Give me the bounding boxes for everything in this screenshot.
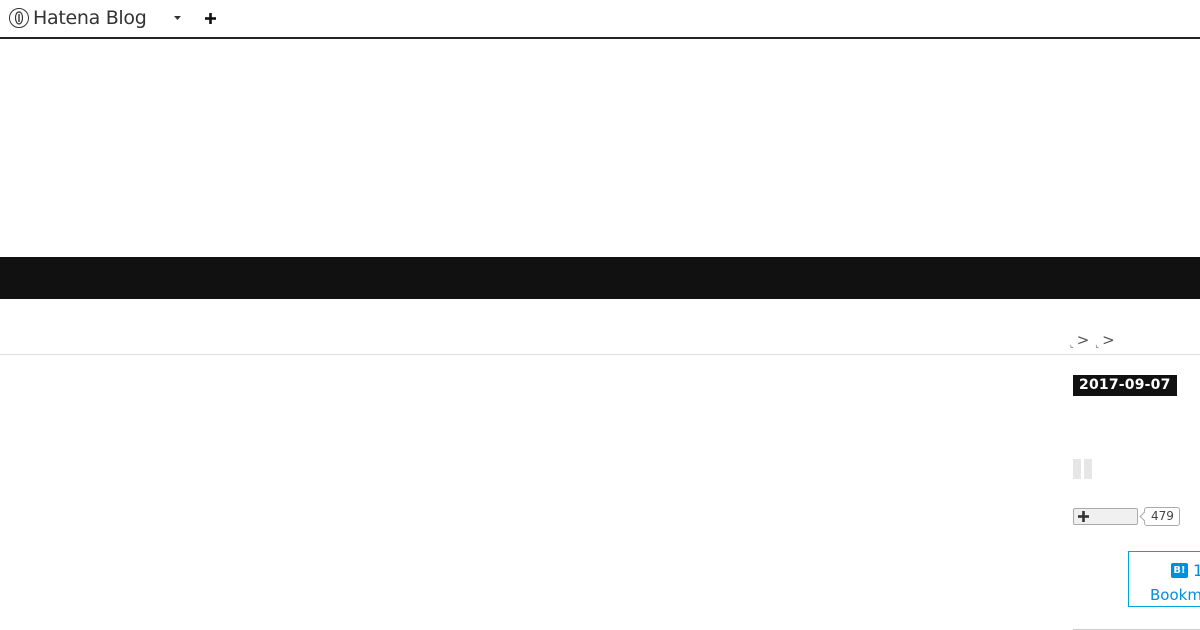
bookmark-button-count: 1 <box>1193 561 1200 580</box>
plus-icon <box>204 12 216 24</box>
hatena-bookmark-button[interactable]: B! 1 Bookmark <box>1128 551 1200 607</box>
bookmark-button-label: Bookmark <box>1150 586 1200 604</box>
blog-menu-dropdown[interactable] <box>170 10 184 26</box>
bookmark-count-bubble[interactable]: 479 <box>1144 507 1180 526</box>
breadcrumb: ⌞ > ⌞ > <box>1070 330 1121 350</box>
hatena-bookmark-icon: B! <box>1171 563 1188 578</box>
add-button[interactable] <box>202 9 218 27</box>
entry-date[interactable]: 2017-09-07 <box>1073 375 1177 396</box>
title-mark <box>1073 459 1081 479</box>
blog-description-band <box>0 257 1200 299</box>
hatena-blog-logo[interactable]: Hatena Blog <box>9 6 147 30</box>
entry-title-placeholder <box>1073 459 1092 479</box>
breadcrumb-mark: ⌞ <box>1070 340 1074 349</box>
title-mark <box>1084 459 1092 479</box>
global-header: Hatena Blog <box>0 0 1200 39</box>
breadcrumb-item[interactable]: ⌞ <box>1095 331 1099 349</box>
blog-title-area <box>0 39 1200 257</box>
logo-text: Hatena Blog <box>33 7 147 29</box>
breadcrumb-separator: > <box>1076 331 1090 349</box>
breadcrumb-item[interactable]: ⌞ <box>1070 331 1074 349</box>
bookmark-count-line: B! 1 <box>1171 561 1200 580</box>
caret-down-icon <box>173 16 181 20</box>
breadcrumb-divider <box>0 354 1200 355</box>
add-star-button[interactable] <box>1073 508 1138 525</box>
breadcrumb-mark: ⌞ <box>1095 340 1100 349</box>
hatena-logo-icon <box>9 8 29 28</box>
plus-icon <box>1078 511 1089 522</box>
breadcrumb-separator: > <box>1102 331 1115 349</box>
